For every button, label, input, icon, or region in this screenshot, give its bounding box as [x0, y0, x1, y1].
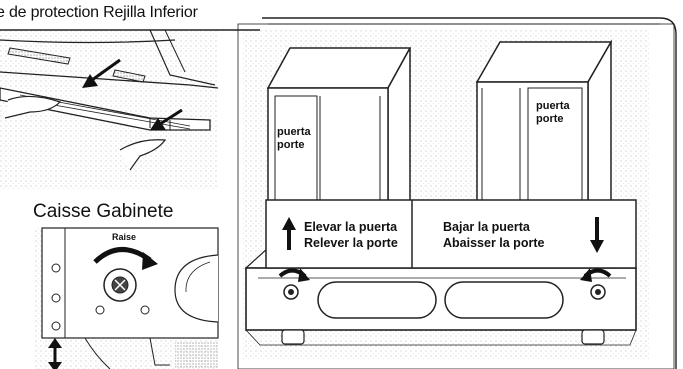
- right-door-label-line2: porte: [536, 113, 564, 125]
- left-door-label: puerta porte: [277, 126, 311, 152]
- raise-door-fr: Relever la porte: [304, 236, 398, 250]
- arrow-down-icon: [48, 362, 62, 369]
- pull-arrow-icon: [150, 118, 166, 130]
- pull-arrow-icon: [82, 74, 98, 88]
- arrow-up-icon: [48, 338, 62, 348]
- grille-removal-illustration: [0, 29, 219, 190]
- section-title: e de protection Rejilla Inferior: [0, 4, 198, 21]
- left-door-label-line1: puerta: [277, 126, 311, 138]
- right-door-label-line1: puerta: [536, 100, 570, 112]
- right-door-label: puerta porte: [536, 100, 570, 126]
- raise-door-instruction: Elevar la puerta Relever la porte: [304, 219, 398, 251]
- lower-door-instruction: Bajar la puerta Abaisser la porte: [443, 219, 544, 251]
- door-alignment-illustration: [237, 23, 675, 369]
- raise-door-es: Elevar la puerta: [304, 220, 398, 234]
- arrow-down-icon: [590, 240, 604, 253]
- leveling-detail-illustration: [34, 227, 219, 369]
- raise-label: Raise: [112, 232, 137, 242]
- lower-door-es: Bajar la puerta: [443, 220, 530, 234]
- arrow-up-icon: [282, 217, 296, 230]
- lower-door-fr: Abaisser la porte: [443, 236, 545, 250]
- detail-subtitle: Caisse Gabinete: [33, 201, 174, 222]
- left-door-label-line2: porte: [277, 139, 305, 151]
- instruction-box: [265, 199, 637, 269]
